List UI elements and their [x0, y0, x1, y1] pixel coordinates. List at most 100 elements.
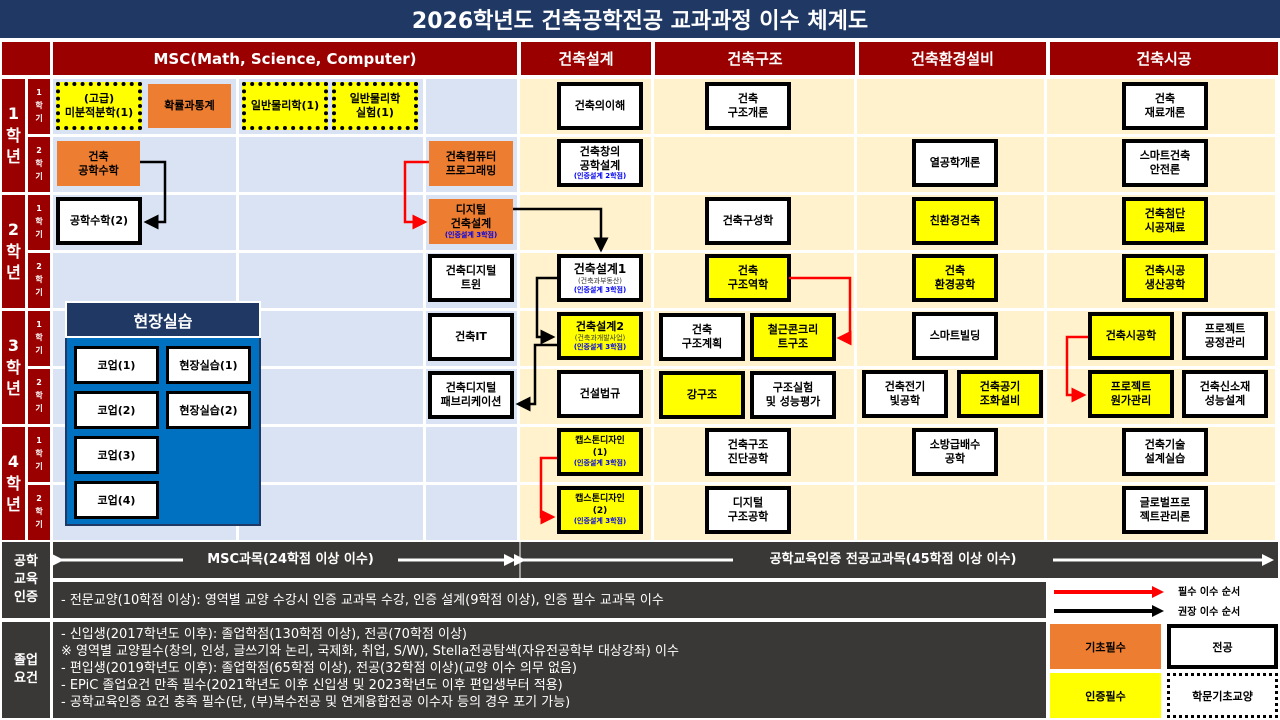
- course-thermal-engineering[interactable]: 열공학개론: [912, 139, 998, 187]
- header-corner: [2, 42, 50, 75]
- course-new-materials[interactable]: 건축신소재 성능설계: [1182, 370, 1268, 418]
- course-digital-structural-eng[interactable]: 디지털 구조공학: [705, 486, 791, 534]
- course-physics-1[interactable]: 일반물리학(1): [242, 82, 328, 130]
- course-field-practice-1[interactable]: 현장실습(1): [166, 346, 251, 384]
- course-smart-building[interactable]: 스마트빌딩: [912, 312, 998, 360]
- grid-cell: [426, 79, 517, 134]
- course-architectural-it[interactable]: 건축IT: [428, 313, 514, 361]
- graduation-requirements: - 신입생(2017학년도 이후): 졸업학점(130학점 이상), 전공(70…: [53, 622, 1046, 718]
- course-calculus-1[interactable]: (고급) 미분적분학(1): [56, 82, 142, 130]
- course-probability-statistics[interactable]: 확률과통계: [148, 84, 231, 128]
- requirement-line: ※ 영역별 교양필수(창의, 인성, 글쓰기와 논리, 국제화, 취업, S/W…: [61, 644, 679, 659]
- grid-cell: [426, 427, 517, 482]
- credit-note: (인증설계 3학점): [573, 285, 627, 294]
- major-range-label: 공학교육인증 전공교과목(45학점 이상 이수): [769, 551, 1017, 567]
- legend-cert-required: 인증필수: [1050, 673, 1161, 718]
- course-engineering-math-2[interactable]: 공학수학(2): [56, 197, 142, 245]
- course-coop-2[interactable]: 코업(2): [74, 391, 159, 429]
- legend-major: 전공: [1167, 624, 1278, 669]
- requirement-line: - 신입생(2017학년도 이후): 졸업학점(130학점 이상), 전공(70…: [61, 627, 467, 642]
- course-global-project-mgmt[interactable]: 글로벌프로 젝트관리론: [1122, 486, 1208, 534]
- course-reinforced-concrete[interactable]: 철근콘크리 트구조: [750, 313, 836, 361]
- course-construction-production[interactable]: 건축시공 생산공학: [1122, 254, 1208, 302]
- header-construction: 건축시공: [1050, 42, 1278, 75]
- grid-cell: [239, 137, 423, 192]
- course-digital-fabrication[interactable]: 건축디지털 패브리케이션: [428, 371, 514, 419]
- course-digital-twin[interactable]: 건축디지털 트윈: [428, 254, 514, 302]
- msc-range-label: MSC과목(24학점 이상 이수): [207, 551, 374, 567]
- legend-basic-required: 기초필수: [1050, 624, 1161, 669]
- semester-label: 2 학 기: [28, 253, 50, 308]
- course-smart-safety[interactable]: 스마트건축 안전론: [1122, 139, 1208, 187]
- year-3-label: 3 학 년: [2, 311, 25, 424]
- legend-general-basic: 학문기초교양: [1167, 673, 1278, 718]
- grid-cell: [239, 195, 423, 250]
- course-electrical-lighting[interactable]: 건축전기 빛공학: [862, 370, 948, 418]
- grid-cell: [857, 79, 1044, 134]
- semester-label: 1 학 기: [28, 427, 50, 482]
- header-environment: 건축환경설비: [859, 42, 1046, 75]
- course-project-scheduling[interactable]: 프로젝트 공정관리: [1182, 312, 1268, 360]
- credit-note: (인증설계 2학점): [573, 172, 627, 181]
- course-structural-planning[interactable]: 건축 구조계획: [659, 313, 745, 361]
- course-environmental-eng[interactable]: 건축 환경공학: [912, 254, 998, 302]
- course-name: 캡스톤디자인 (1): [575, 436, 625, 458]
- course-structural-mechanics[interactable]: 건축 구조역학: [705, 254, 791, 302]
- page-title: 2026학년도 건축공학전공 교과과정 이수 체계도: [0, 0, 1280, 38]
- cert-label: 공학 교육 인증: [2, 542, 50, 618]
- course-engineering-math[interactable]: 건축 공학수학: [57, 141, 140, 186]
- course-eco-architecture[interactable]: 친환경건축: [912, 197, 998, 245]
- course-fire-plumbing[interactable]: 소방급배수 공학: [912, 428, 998, 476]
- course-digital-architectural-design[interactable]: 디지털 건축설계(인증설계 3학점): [429, 199, 513, 244]
- year-1-label: 1 학 년: [2, 79, 25, 192]
- course-structural-testing[interactable]: 구조실험 및 성능평가: [750, 371, 836, 419]
- course-advanced-materials[interactable]: 건축첨단 시공재료: [1122, 197, 1208, 245]
- range-arrows: [53, 542, 1274, 578]
- course-construction-law[interactable]: 건설법규: [557, 370, 643, 418]
- grid-cell: [239, 485, 423, 540]
- semester-label: 2 학 기: [28, 137, 50, 192]
- course-name: 캡스톤디자인 (2): [575, 494, 625, 516]
- course-project-cost[interactable]: 프로젝트 원가관리: [1088, 370, 1174, 418]
- course-name: 디지털 건축설계: [450, 203, 492, 231]
- course-design-2[interactable]: 건축설계2(건축과개발사업)(인증설계 3학점): [557, 312, 643, 360]
- course-capstone-2[interactable]: 캡스톤디자인 (2)(인증설계 3학점): [557, 486, 643, 534]
- course-building-materials[interactable]: 건축 재료개론: [1122, 82, 1208, 130]
- requirement-line: - 공학교육인증 요건 충족 필수(단, (부)복수전공 및 연계융합전공 이수…: [61, 695, 571, 710]
- course-capstone-1[interactable]: 캡스톤디자인 (1)(인증설계 3학점): [557, 428, 643, 476]
- grid-cell: [239, 253, 423, 308]
- course-computer-programming[interactable]: 건축컴퓨터 프로그래밍: [429, 141, 513, 186]
- year-2-label: 2 학 년: [2, 195, 25, 308]
- course-steel-structure[interactable]: 강구조: [659, 371, 745, 419]
- course-coop-1[interactable]: 코업(1): [74, 346, 159, 384]
- requirement-line: - EPiC 졸업요건 만족 필수(2021학년도 이후 신입생 및 2023학…: [61, 678, 563, 693]
- grid-cell: [426, 485, 517, 540]
- course-design-1[interactable]: 건축설계1(건축과부동산)(인증설계 3학점): [557, 254, 643, 302]
- header-msc: MSC(Math, Science, Computer): [53, 42, 517, 75]
- course-construction-methods[interactable]: 건축시공학: [1088, 312, 1174, 360]
- course-creative-design[interactable]: 건축창의 공학설계(인증설계 2학점): [557, 139, 643, 187]
- course-structural-diagnosis[interactable]: 건축구조 진단공학: [705, 428, 791, 476]
- course-tech-design-practice[interactable]: 건축기술 설계실습: [1122, 428, 1208, 476]
- semester-label: 2 학 기: [28, 369, 50, 424]
- semester-label: 1 학 기: [28, 311, 50, 366]
- legend-recommended-order: 권장 이수 순서: [1178, 607, 1241, 618]
- course-name: 건축설계1: [573, 261, 627, 276]
- grid-cell: [857, 485, 1044, 540]
- requirement-line: - 편입생(2019학년도 이후): 졸업학점(65학점 이상), 전공(32학…: [61, 661, 577, 676]
- course-architectural-composition[interactable]: 건축구성학: [705, 197, 791, 245]
- course-coop-3[interactable]: 코업(3): [74, 436, 159, 474]
- course-physics-lab-1[interactable]: 일반물리학 실험(1): [332, 82, 418, 130]
- graduation-label: 졸업 요건: [2, 622, 50, 718]
- legend-required-order: 필수 이수 순서: [1178, 587, 1241, 598]
- course-hvac[interactable]: 건축공기 조화설비: [957, 370, 1043, 418]
- course-field-practice-2[interactable]: 현장실습(2): [166, 391, 251, 429]
- grid-cell: [239, 311, 423, 366]
- course-structure-intro[interactable]: 건축 구조개론: [705, 82, 791, 130]
- credit-note: (인증설계 3학점): [444, 230, 498, 239]
- course-intro-architecture[interactable]: 건축의이해: [557, 82, 643, 130]
- credit-note: (인증설계 3학점): [573, 458, 627, 467]
- topic-note: (건축과개발사업): [574, 334, 626, 343]
- grid-cell: [239, 427, 423, 482]
- course-coop-4[interactable]: 코업(4): [74, 481, 159, 519]
